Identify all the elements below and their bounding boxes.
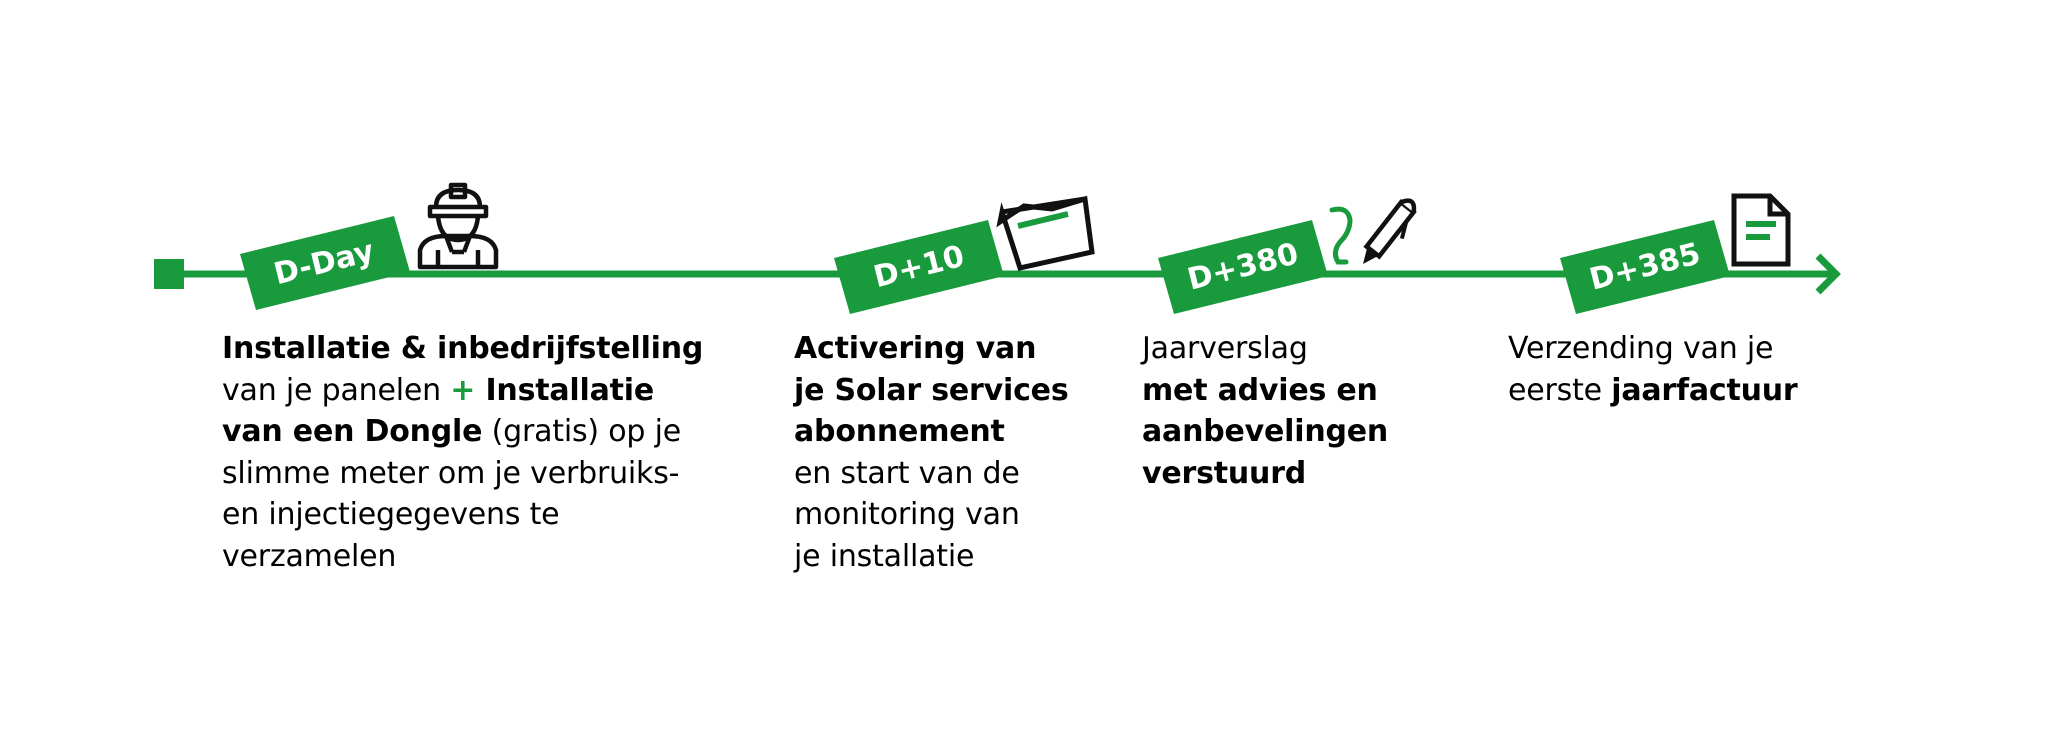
description-line: Installatie & inbedrijfstelling	[222, 328, 703, 370]
document-icon	[1731, 193, 1791, 267]
text-segment: abonnement	[794, 414, 1005, 449]
text-segment: en injectiegegevens te	[222, 497, 560, 532]
text-segment: eerste	[1508, 372, 1612, 408]
text-segment: je installatie	[794, 538, 975, 574]
text-segment: verstuurd	[1142, 455, 1307, 491]
text-segment: slimme meter om je verbruiks-	[222, 455, 680, 491]
description-line: en start van de	[794, 453, 1068, 495]
description-line: je installatie	[794, 536, 1068, 578]
description-line: eerste jaarfactuur	[1508, 370, 1798, 412]
construction-worker-icon	[417, 182, 499, 270]
folder-icon	[996, 195, 1095, 271]
text-segment: jaarfactuur	[1611, 372, 1798, 408]
text-segment: van een Dongle	[222, 414, 483, 449]
text-segment: Installatie & inbedrijfstelling	[222, 331, 704, 366]
description-line: en injectiegegevens te	[222, 494, 703, 536]
description-line: van je panelen + Installatie	[222, 370, 703, 412]
milestone-description-d10: Activering van je Solar services abonnemen…	[794, 328, 1069, 578]
description-line: met advies en	[1142, 370, 1388, 412]
milestone-badge-d10: D+10	[834, 220, 1004, 314]
milestone-description-d385: Verzending van je eerste jaarfactuur	[1508, 328, 1798, 411]
text-segment: verzamelen	[222, 538, 397, 574]
description-line: Jaarverslag	[1142, 328, 1388, 370]
plus-sign: +	[450, 372, 476, 408]
description-line: Activering van	[794, 328, 1068, 370]
milestone-badge-dday: D-Day	[240, 216, 410, 310]
description-line: verzamelen	[222, 536, 703, 578]
milestone-badge-d385: D+385	[1560, 220, 1730, 314]
description-line: slimme meter om je verbruiks-	[222, 453, 703, 495]
text-segment: met advies en	[1142, 372, 1378, 408]
text-segment: Installatie	[475, 372, 654, 408]
milestone-badge-d380: D+380	[1158, 220, 1328, 314]
text-segment: en start van de	[794, 455, 1020, 491]
text-segment: je Solar services	[794, 372, 1069, 408]
milestone-description-d380: Jaarverslag met advies en aanbevelingen ver…	[1142, 328, 1388, 494]
description-line: monitoring van	[794, 494, 1068, 536]
description-line: Verzending van je	[1508, 328, 1798, 370]
timeline-start-marker	[154, 259, 184, 289]
description-line: verstuurd	[1142, 453, 1388, 495]
text-segment: (gratis) op je	[482, 414, 682, 449]
description-line: van een Dongle (gratis) op je	[222, 411, 703, 453]
description-line: abonnement	[794, 411, 1068, 453]
text-segment: Verzending van je	[1508, 331, 1774, 366]
text-segment: van je panelen	[222, 372, 451, 408]
description-line: aanbevelingen	[1142, 411, 1388, 453]
description-line: je Solar services	[794, 370, 1069, 412]
milestone-description-dday: Installatie & inbedrijfstelling van je pa…	[222, 328, 703, 577]
text-segment: aanbevelingen	[1142, 414, 1389, 449]
text-segment: Activering van	[794, 331, 1037, 366]
timeline-arrowhead	[1815, 253, 1841, 295]
text-segment: Jaarverslag	[1142, 331, 1308, 366]
text-segment: monitoring van	[794, 497, 1020, 532]
pen-signing-icon	[1329, 198, 1417, 265]
